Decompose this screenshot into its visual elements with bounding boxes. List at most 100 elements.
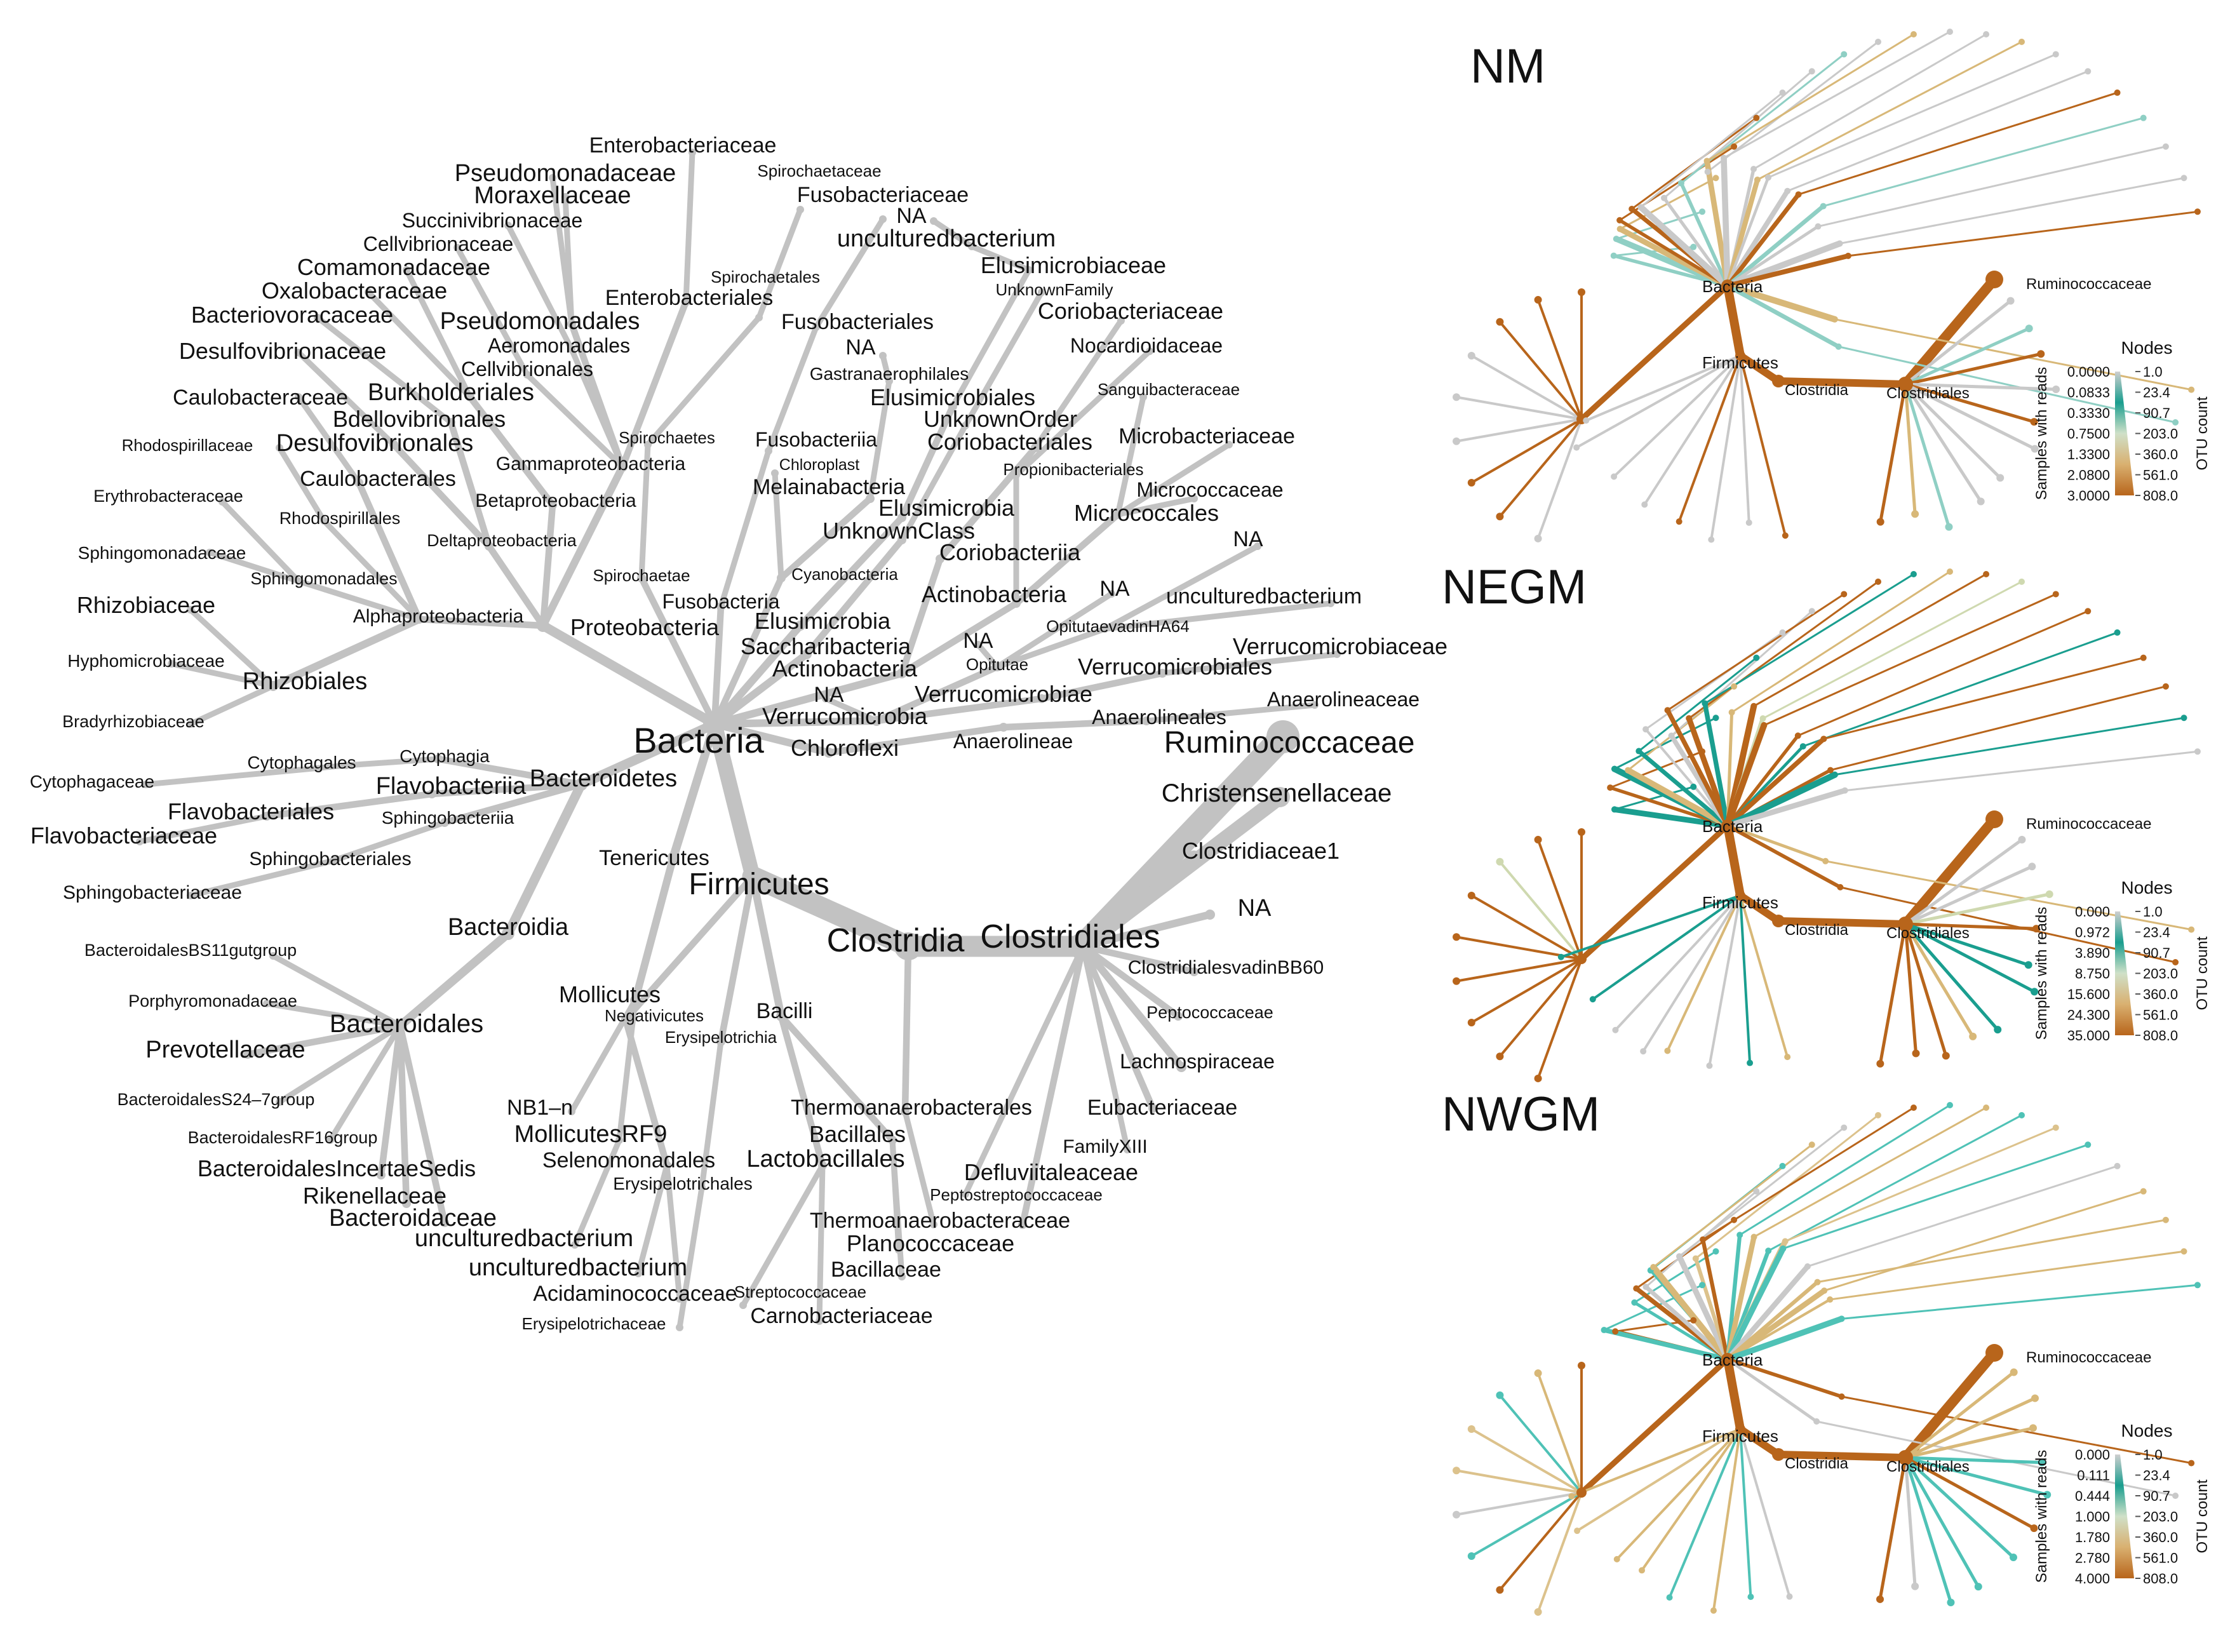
legend-right-axis-label: OTU count <box>2194 936 2211 1010</box>
key-label-s24: BacteroidalesS24–7group <box>118 1090 315 1109</box>
panel-label-clostridia: Clostridia <box>1785 382 1849 399</box>
key-tree: BacteriaProteobacteriaAlphaproteobacteri… <box>30 133 1447 1333</box>
panel-edge <box>1724 283 1838 323</box>
panel-node <box>1814 1279 1821 1286</box>
key-edge-coriobacteriales <box>936 444 1039 563</box>
panel-node <box>2180 1248 2187 1255</box>
key-node-erysipelotrichales <box>698 1184 706 1192</box>
panel-node <box>1747 1059 1754 1066</box>
key-label-micrococcales: Micrococcales <box>1074 500 1219 526</box>
key-label-na_opit: NA <box>1233 527 1263 551</box>
key-label-unculturedbacterium_op: unculturedbacterium <box>1166 584 1362 608</box>
key-edge-enterobacteriaceae <box>683 149 695 305</box>
panel-node <box>1983 30 1990 37</box>
panel-edge <box>1782 1143 2089 1250</box>
key-edge-sanguibacteraceae <box>1115 394 1146 518</box>
key-label-bacillales: Bacillales <box>809 1121 906 1147</box>
key-node-caulobacteraceae <box>295 393 302 401</box>
key-edge-bacteriovoracaceae <box>314 314 454 426</box>
legend-left-tick: 0.0000 <box>2067 364 2110 380</box>
key-node-erysipelotrichaceae <box>676 1324 683 1331</box>
panel-label-clostridia: Clostridia <box>1785 1455 1849 1472</box>
key-node-peptococcaceae <box>1174 1012 1183 1021</box>
panel-edge <box>1470 894 1583 960</box>
panel-node <box>1831 316 1838 323</box>
key-node-nocardioidaceae <box>1146 347 1153 355</box>
legend-color-wedge <box>2115 1454 2134 1578</box>
key-edge-elusimicrobia_c <box>796 514 906 629</box>
key-edge-verrucomicrobiaceae <box>1159 651 1340 676</box>
key-node-sphingobacteriales <box>330 857 337 864</box>
panel-edge <box>1904 352 2043 386</box>
panel-edge <box>1834 318 2193 391</box>
panel-node <box>1690 243 1697 250</box>
panel-node <box>1910 1104 1917 1111</box>
key-node-anaerolineales <box>1142 716 1151 725</box>
panel-node <box>1676 1253 1683 1260</box>
key-node-unculturedbacterium_m1 <box>571 1241 579 1249</box>
panel-node <box>2172 959 2179 965</box>
panel-node <box>1735 351 1745 361</box>
panel-node <box>1735 1424 1745 1434</box>
key-edge-alphaproteobacteria <box>415 615 547 629</box>
panel-edge <box>1613 786 1695 810</box>
panel-node <box>2043 1491 2052 1499</box>
panel-node <box>1699 208 1706 215</box>
key-edge-na_cl <box>1079 911 1214 950</box>
panel-edge <box>1618 218 1729 288</box>
panel-node <box>1874 578 1881 585</box>
panel-edge <box>1824 860 2193 931</box>
key-edge-clostridia <box>742 866 919 957</box>
key-node-coriobacteriales <box>1031 443 1040 452</box>
panel-edge <box>1668 1428 1742 1599</box>
key-label-bacteria: Bacteria <box>633 720 764 760</box>
panel-node <box>1942 1052 1950 1060</box>
key-edge-sphingobacteriaceae <box>187 857 337 899</box>
panel-title: NEGM <box>1442 560 1587 614</box>
panel-node <box>2031 445 2039 453</box>
key-node-carnobacteriaceae <box>816 1317 823 1325</box>
legend-title: Nodes <box>2121 1421 2173 1440</box>
panel-edge <box>1904 382 2037 451</box>
panel-node <box>2194 208 2201 215</box>
panel-edge <box>1712 1428 1742 1612</box>
legend-right-tick: 90.7 <box>2143 945 2170 961</box>
panel-node <box>2085 1141 2092 1148</box>
key-node-na_gastr <box>879 352 887 359</box>
key-node-sphingomonadaceae <box>206 549 213 556</box>
panel-node <box>1735 890 1745 901</box>
panel-node <box>1583 417 1590 424</box>
panel-edge <box>1536 1491 1583 1613</box>
key-edge-rhodospirillaceae <box>276 445 327 524</box>
key-edge-prevotellaceae <box>244 1022 404 1058</box>
panel-node <box>1841 591 1848 598</box>
legend-right-tick: 203.0 <box>2143 966 2178 982</box>
panel-node <box>1772 915 1785 927</box>
key-label-clostridiaceae1: Clostridiaceae1 <box>1182 838 1340 864</box>
panel-edge <box>1498 958 1583 1058</box>
panel-edge <box>1724 1246 1786 1362</box>
panel-edge <box>1455 1491 1583 1516</box>
panel-edge <box>1900 814 1999 929</box>
key-edge-erysipelotrichales <box>699 1038 724 1191</box>
panel-node <box>1985 810 2003 828</box>
panel-edge <box>1470 354 1583 420</box>
panel-legend: Nodes0.00000.08330.33300.75001.33002.080… <box>2033 338 2211 504</box>
key-edge-mollicutes <box>631 854 677 1004</box>
key-node-porphyromonadaceae <box>263 1000 271 1007</box>
panel-edge <box>1708 894 1742 1067</box>
panel-node <box>1731 1216 1738 1223</box>
panel-node <box>1690 1317 1697 1324</box>
panel-node <box>1772 1448 1785 1461</box>
legend-right-tick: 1.0 <box>2143 1447 2163 1463</box>
panel-edge <box>1666 894 1742 1052</box>
panel-edge <box>1822 117 2145 208</box>
panel-node <box>1759 715 1766 722</box>
panel-edge <box>1636 749 1730 828</box>
key-node-defluviitaleaceae <box>1018 1220 1027 1229</box>
key-label-incertae: BacteroidalesIncertaeSedis <box>198 1155 476 1181</box>
legend-left-tick: 8.750 <box>2075 966 2110 982</box>
key-label-unknownfamily: UnknownFamily <box>996 280 1113 299</box>
key-node-deltaproteobacteria <box>485 542 494 551</box>
